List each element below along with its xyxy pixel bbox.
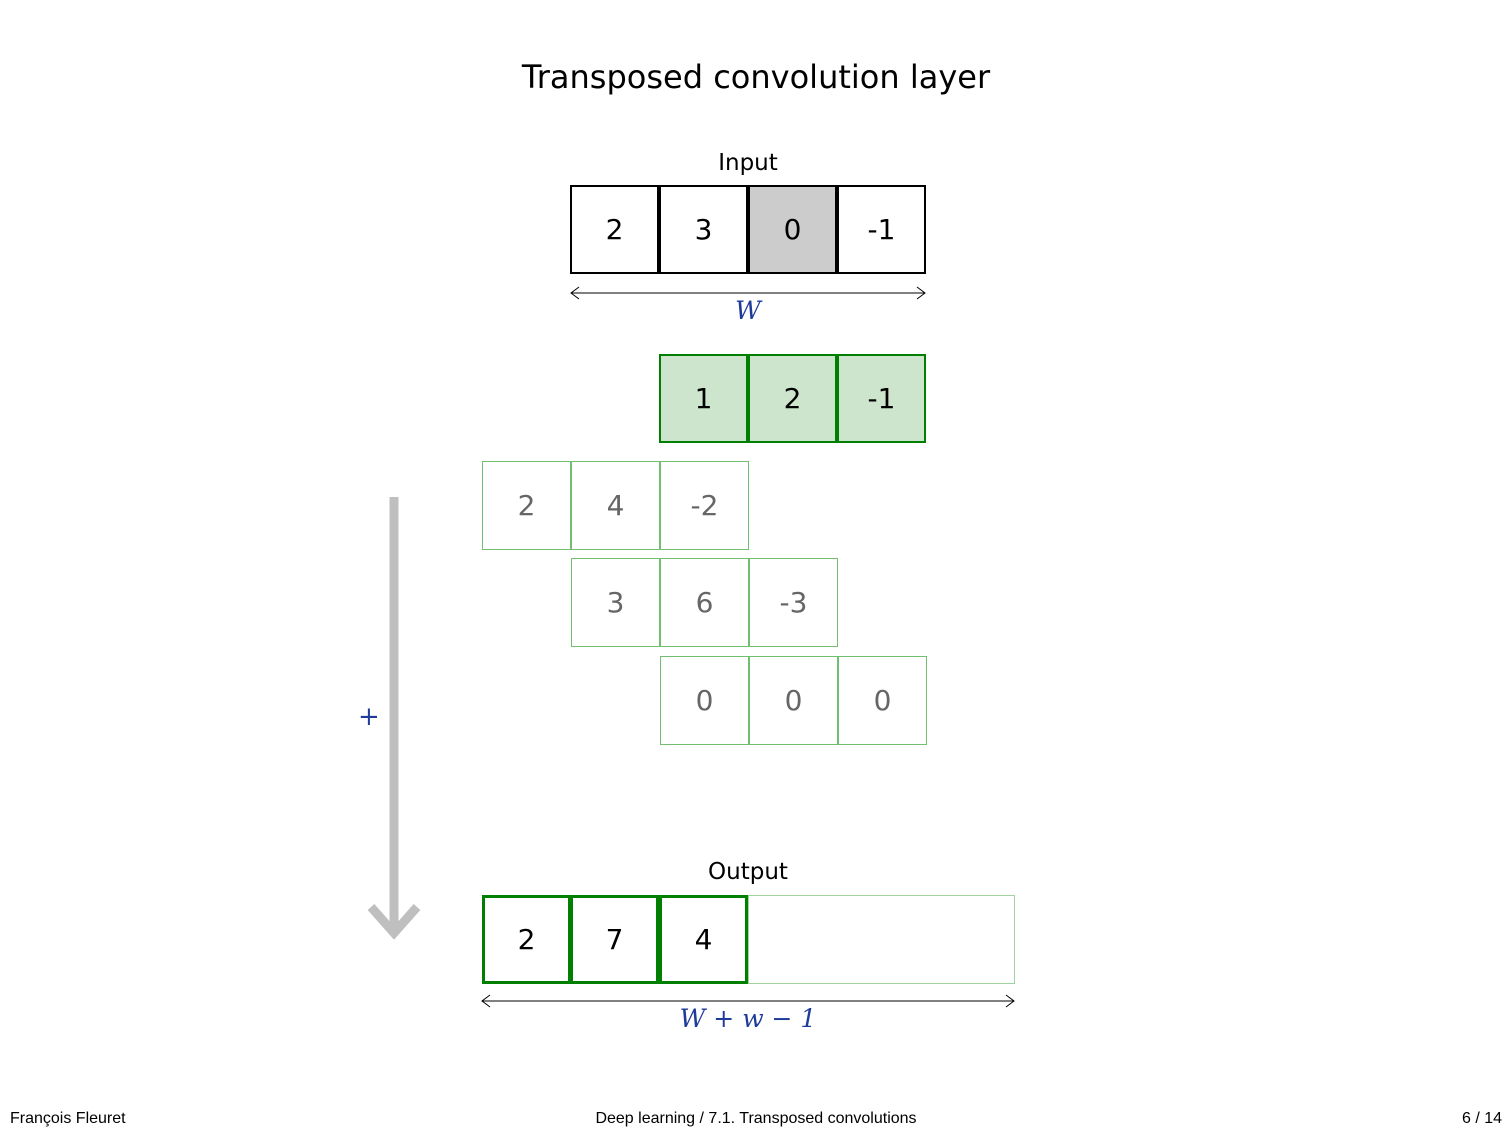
kernel-cell: 1 — [659, 354, 748, 443]
sum-symbol: + — [358, 702, 380, 732]
partial-cell: 2 — [482, 461, 571, 550]
output-width-label: W + w − 1 — [679, 1004, 817, 1033]
kernel-cell: 2 — [748, 354, 837, 443]
footer-author: François Fleuret — [10, 1110, 126, 1127]
output-cell: 4 — [659, 895, 748, 984]
partial-cell: 3 — [571, 558, 660, 647]
output-cell: 7 — [570, 895, 659, 984]
output-width-arrow — [481, 994, 1015, 1008]
output-remaining-region — [748, 895, 1015, 984]
input-label: Input — [718, 150, 778, 176]
partial-cell: 0 — [660, 656, 749, 745]
output-label: Output — [708, 859, 788, 885]
sum-arrow — [367, 497, 421, 940]
output-cell: 2 — [482, 895, 571, 984]
footer-course: Deep learning / 7.1. Transposed convolut… — [595, 1110, 917, 1127]
partial-cell: -2 — [660, 461, 749, 550]
kernel-cell: -1 — [837, 354, 926, 443]
input-cell: -1 — [837, 185, 926, 274]
partial-cell: 0 — [749, 656, 838, 745]
partial-cell: 6 — [660, 558, 749, 647]
footer-page-number: 6 / 14 — [1461, 1110, 1502, 1127]
partial-cell: 4 — [571, 461, 660, 550]
partial-cell: -3 — [749, 558, 838, 647]
input-cell: 2 — [570, 185, 659, 274]
input-cell-highlighted: 0 — [748, 185, 837, 274]
input-cell: 3 — [659, 185, 748, 274]
slide-title: Transposed convolution layer — [521, 58, 991, 96]
partial-cell: 0 — [838, 656, 927, 745]
input-width-arrow — [570, 286, 926, 300]
input-width-label: W — [735, 296, 761, 325]
